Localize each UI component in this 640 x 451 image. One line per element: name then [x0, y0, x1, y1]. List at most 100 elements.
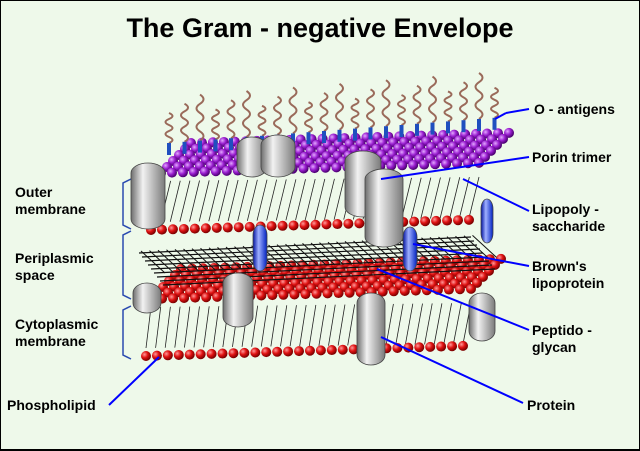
outer-membrane-protein: [130, 162, 166, 230]
o-antigen-chains: [164, 72, 499, 155]
lipid-head: [168, 293, 179, 304]
lipid-head: [195, 349, 206, 360]
lps-core: [291, 133, 295, 146]
lipid-tail: [395, 303, 404, 345]
lipid-tail: [347, 304, 356, 346]
glycan-strand: [144, 244, 478, 262]
lipid-head: [250, 347, 261, 358]
lipid-head: [189, 223, 200, 234]
lipid-head: [419, 159, 430, 170]
lipid-head: [397, 160, 408, 171]
transmembrane-protein: [356, 292, 386, 366]
lipid-head: [239, 347, 250, 358]
lipid-head: [333, 288, 344, 299]
label-o-antigens: O - antigens: [534, 101, 615, 117]
o-antigen-chain: [428, 75, 437, 124]
leader-phospholipid: [108, 356, 160, 406]
lipid-head: [221, 165, 232, 176]
lipid-tail: [433, 303, 443, 345]
lipid-head: [299, 220, 310, 231]
peptide-crosslink: [293, 243, 319, 267]
o-antigen-chain: [211, 108, 220, 141]
lipid-head: [300, 289, 311, 300]
lipid-tail: [208, 180, 220, 222]
lipid-head: [332, 219, 343, 230]
lps-core: [229, 138, 233, 151]
lipid-tail: [280, 305, 288, 347]
lipid-head: [294, 346, 305, 357]
bracket: [122, 305, 132, 360]
lipid-tail: [439, 177, 451, 219]
lipid-tail: [155, 306, 162, 348]
lipid-head: [322, 288, 333, 299]
lipid-head: [464, 214, 474, 225]
lipid-head: [162, 350, 173, 361]
lipid-head: [289, 289, 300, 300]
lipid-tail: [193, 306, 200, 348]
label-porin-trimer: Porin trimer: [532, 149, 612, 165]
browns-lipoprotein: [480, 198, 494, 244]
lipid-tail: [246, 179, 258, 221]
lipid-tail: [333, 178, 345, 220]
lipid-head: [420, 216, 431, 227]
label-periplasmic-space: Periplasmic space: [15, 250, 94, 283]
o-antigen-chain: [304, 101, 313, 134]
lipid-tail: [203, 306, 210, 348]
o-antigen-chain: [257, 104, 267, 137]
o-antigen-chain: [164, 112, 174, 144]
o-antigen-chain: [180, 102, 189, 143]
browns-lipoprotein: [402, 226, 418, 272]
leader-protein: [380, 336, 524, 404]
lipid-head: [244, 221, 255, 232]
peptide-crosslink: [276, 244, 302, 267]
lipid-head: [309, 163, 320, 174]
lipid-head: [167, 224, 178, 235]
leader-lipopolysaccharide: [462, 178, 530, 212]
lipid-head: [233, 222, 244, 233]
lipid-head: [443, 284, 454, 295]
o-antigen-chain: [366, 88, 375, 129]
leader-o-antigens: [494, 112, 507, 120]
peptide-crosslink: [336, 241, 361, 265]
peptide-crosslink: [438, 236, 463, 260]
porin-subunit: [260, 134, 296, 178]
lipid-tail: [212, 306, 220, 348]
lipid-head: [377, 286, 388, 297]
lipid-head: [217, 348, 228, 359]
lipid-head: [399, 285, 410, 296]
peptide-crosslink: [157, 249, 183, 273]
lipid-tail: [285, 179, 297, 221]
peptide-crosslink: [319, 242, 344, 265]
peptide-crosslink: [166, 249, 191, 273]
o-antigen-chain: [490, 86, 499, 119]
glycan-strand: [159, 264, 493, 282]
leader-lines: [108, 108, 530, 406]
lipid-head: [212, 291, 223, 302]
lipid-tail: [237, 179, 249, 222]
lps-core: [198, 140, 202, 153]
o-antigen-chain: [273, 95, 282, 136]
lipid-tail: [328, 304, 336, 346]
glycan-strand: [150, 252, 484, 270]
lipid-head: [277, 220, 288, 231]
lipid-head: [321, 219, 332, 230]
peptide-crosslink: [174, 249, 200, 272]
o-antigen-chain: [226, 99, 236, 140]
lipid-head: [267, 290, 278, 301]
peptide-crosslink: [149, 250, 174, 273]
lipid-head: [298, 163, 309, 174]
label-phospholipid: Phospholipid: [7, 397, 96, 413]
lps-core: [353, 128, 357, 141]
bracket: [122, 178, 132, 230]
lipid-head: [156, 224, 167, 235]
browns-lipoprotein: [252, 224, 268, 272]
lipid-tail: [184, 306, 191, 348]
lipid-head: [200, 223, 211, 234]
lipid-head: [310, 219, 321, 230]
lipid-tail: [453, 303, 462, 345]
cytoplasmic-membrane-bilayer: [141, 253, 506, 361]
lipid-head: [228, 348, 239, 359]
o-antigen-chain: [381, 79, 391, 128]
lipid-head: [179, 292, 190, 303]
